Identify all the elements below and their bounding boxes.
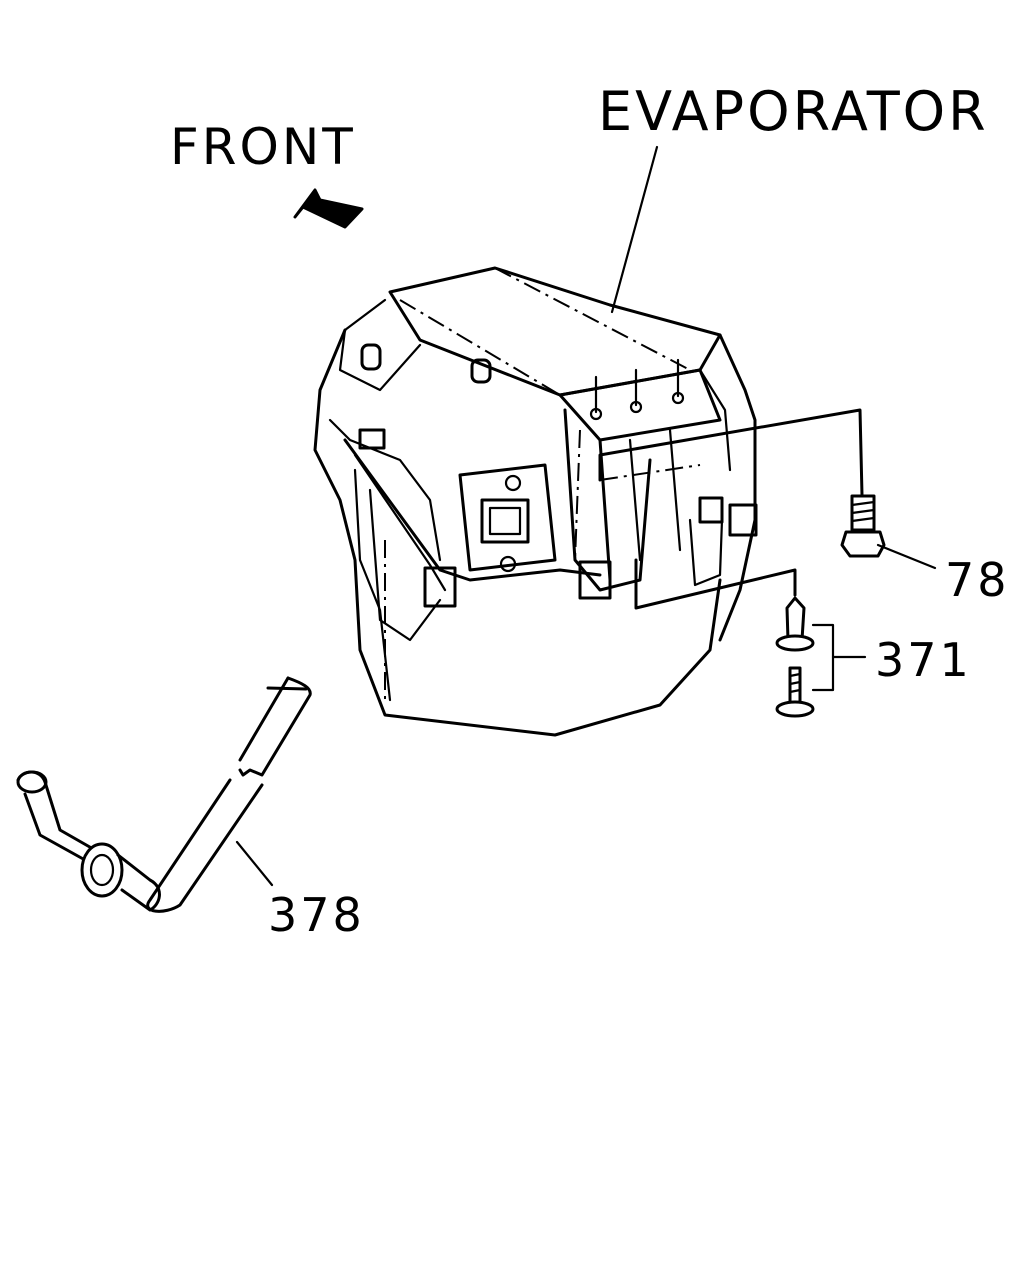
front-label: FRONT bbox=[170, 118, 356, 176]
part-78-label: 78 bbox=[945, 553, 1010, 607]
bolt-78 bbox=[598, 408, 937, 570]
part-371-label: 371 bbox=[875, 633, 972, 687]
front-arrow-icon bbox=[293, 188, 364, 229]
evaporator-leader-line bbox=[610, 145, 659, 314]
evaporator-label: EVAPORATOR bbox=[598, 80, 989, 143]
evaporator-unit bbox=[313, 266, 758, 737]
drain-hose-378 bbox=[16, 676, 312, 913]
part-378-label: 378 bbox=[268, 888, 365, 942]
fasteners-371 bbox=[634, 558, 867, 718]
